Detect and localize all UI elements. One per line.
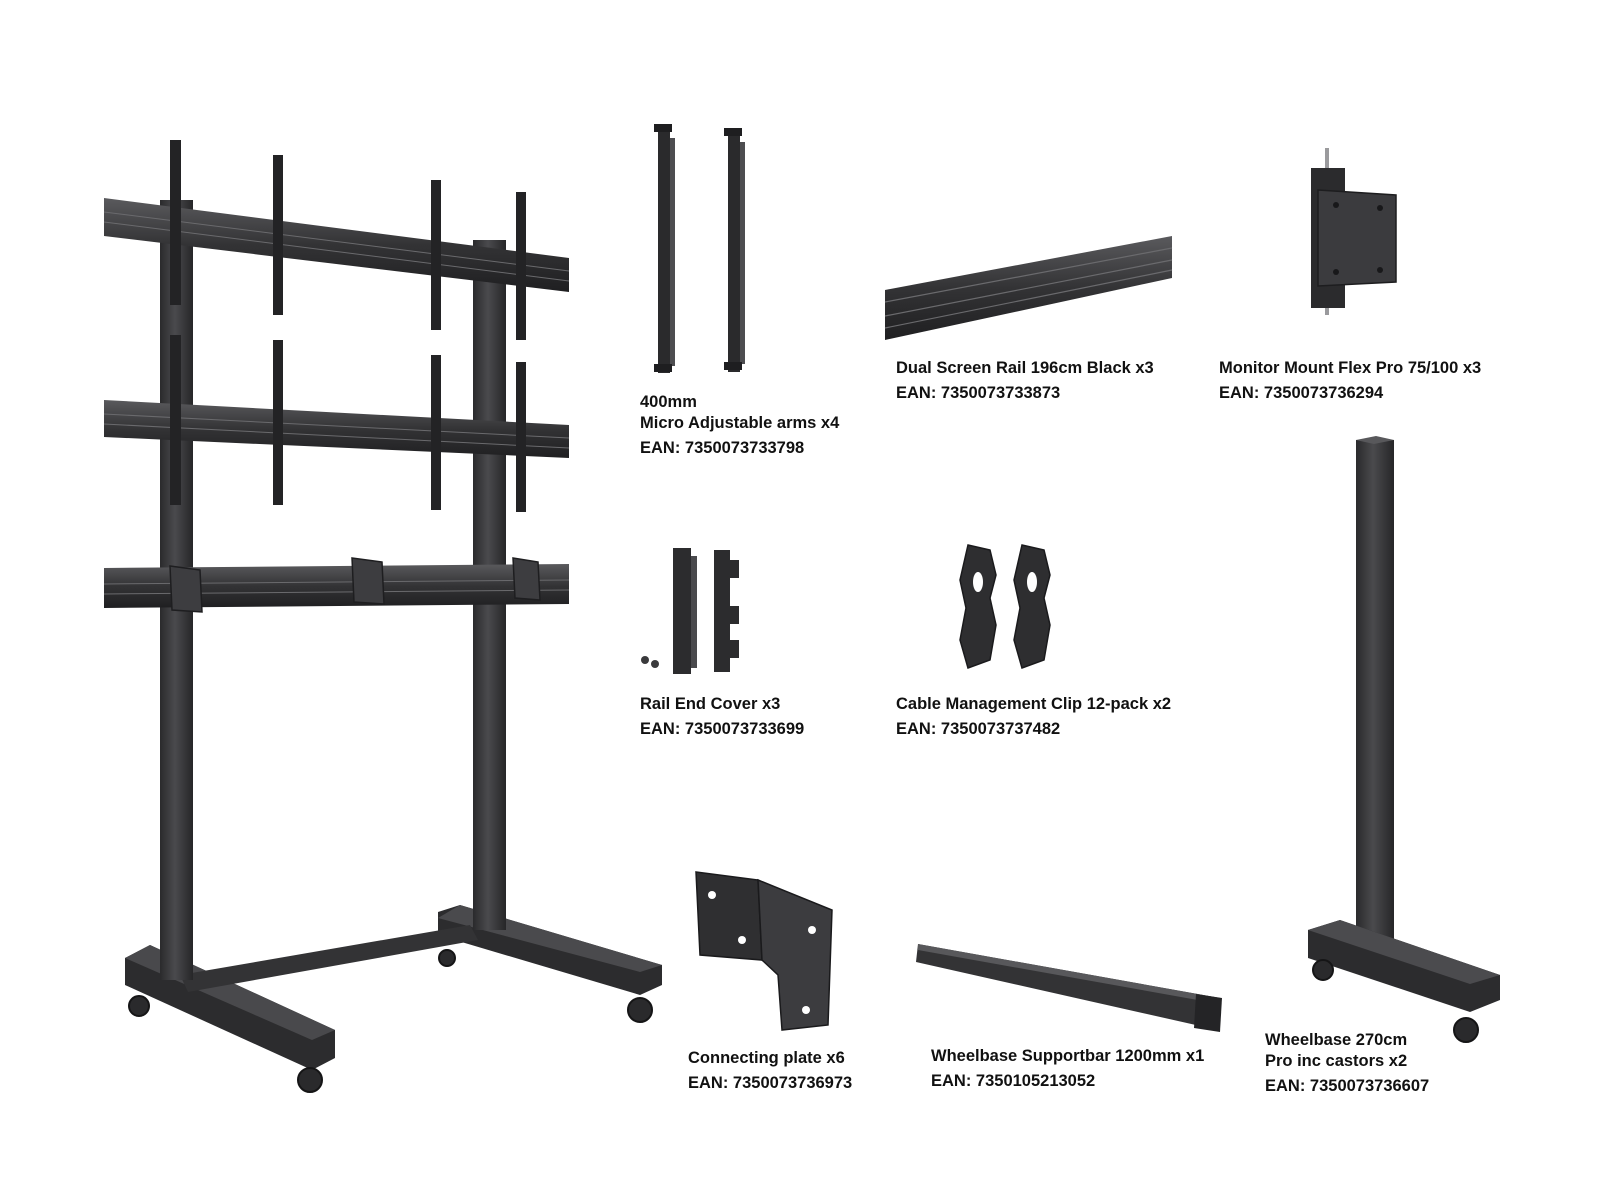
caster-wheel-icon <box>1312 959 1479 1043</box>
caption-micro-adjustable-arms: 400mm Micro Adjustable arms x4 EAN: 7350… <box>640 392 839 459</box>
caption-cable-management-clip: Cable Management Clip 12-pack x2 EAN: 73… <box>896 694 1171 740</box>
ean-code: EAN: 7350073733699 <box>640 720 805 738</box>
caption-wheelbase: Wheelbase 270cm Pro inc castors x2 EAN: … <box>1265 1030 1429 1097</box>
stand-rails <box>103 198 570 608</box>
ean-code: EAN: 7350073736607 <box>1265 1077 1430 1095</box>
stand-mounting-arms <box>170 140 526 512</box>
dual-screen-rail <box>884 236 1173 340</box>
product-name-line: Wheelbase Supportbar 1200mm x1 <box>931 1047 1205 1065</box>
micro-adjustable-arms <box>654 124 745 373</box>
caption-monitor-mount: Monitor Mount Flex Pro 75/100 x3 EAN: 73… <box>1219 358 1481 404</box>
ean-code: EAN: 7350073733873 <box>896 384 1061 402</box>
rail-end-cover <box>641 548 739 674</box>
product-name-line: Connecting plate x6 <box>688 1049 845 1067</box>
ean-code: EAN: 7350073736294 <box>1219 384 1384 402</box>
caster-wheel-icon <box>128 949 653 1093</box>
product-name-line: Monitor Mount Flex Pro 75/100 x3 <box>1219 359 1482 377</box>
wheelbase-pro <box>1308 436 1500 1043</box>
product-name-line: Micro Adjustable arms x4 <box>640 414 840 432</box>
ean-code: EAN: 7350073736973 <box>688 1074 853 1092</box>
connecting-plate <box>695 871 833 1031</box>
ean-code: EAN: 7350105213052 <box>931 1072 1096 1090</box>
caption-wheelbase-supportbar: Wheelbase Supportbar 1200mm x1 EAN: 7350… <box>931 1046 1204 1092</box>
product-name-line: Cable Management Clip 12-pack x2 <box>896 695 1172 713</box>
monitor-mount-bracket <box>1311 148 1397 315</box>
cable-management-clips <box>959 544 1051 669</box>
product-name-line: Dual Screen Rail 196cm Black x3 <box>896 359 1154 377</box>
ean-code: EAN: 7350073733798 <box>640 439 805 457</box>
caption-dual-screen-rail: Dual Screen Rail 196cm Black x3 EAN: 735… <box>896 358 1154 404</box>
caption-rail-end-cover: Rail End Cover x3 EAN: 7350073733699 <box>640 694 804 740</box>
caption-connecting-plate: Connecting plate x6 EAN: 7350073736973 <box>688 1048 852 1094</box>
stand-support-bar <box>180 925 478 992</box>
product-name-line: Wheelbase 270cm <box>1265 1031 1408 1049</box>
product-name-line: Pro inc castors x2 <box>1265 1052 1408 1070</box>
stand-vesa-mounts <box>169 557 541 613</box>
ean-code: EAN: 7350073737482 <box>896 720 1061 738</box>
product-name-line: Rail End Cover x3 <box>640 695 781 713</box>
product-name-line: 400mm <box>640 393 697 411</box>
assembled-video-wall-stand <box>103 140 662 1093</box>
wheelbase-supportbar <box>916 944 1222 1032</box>
